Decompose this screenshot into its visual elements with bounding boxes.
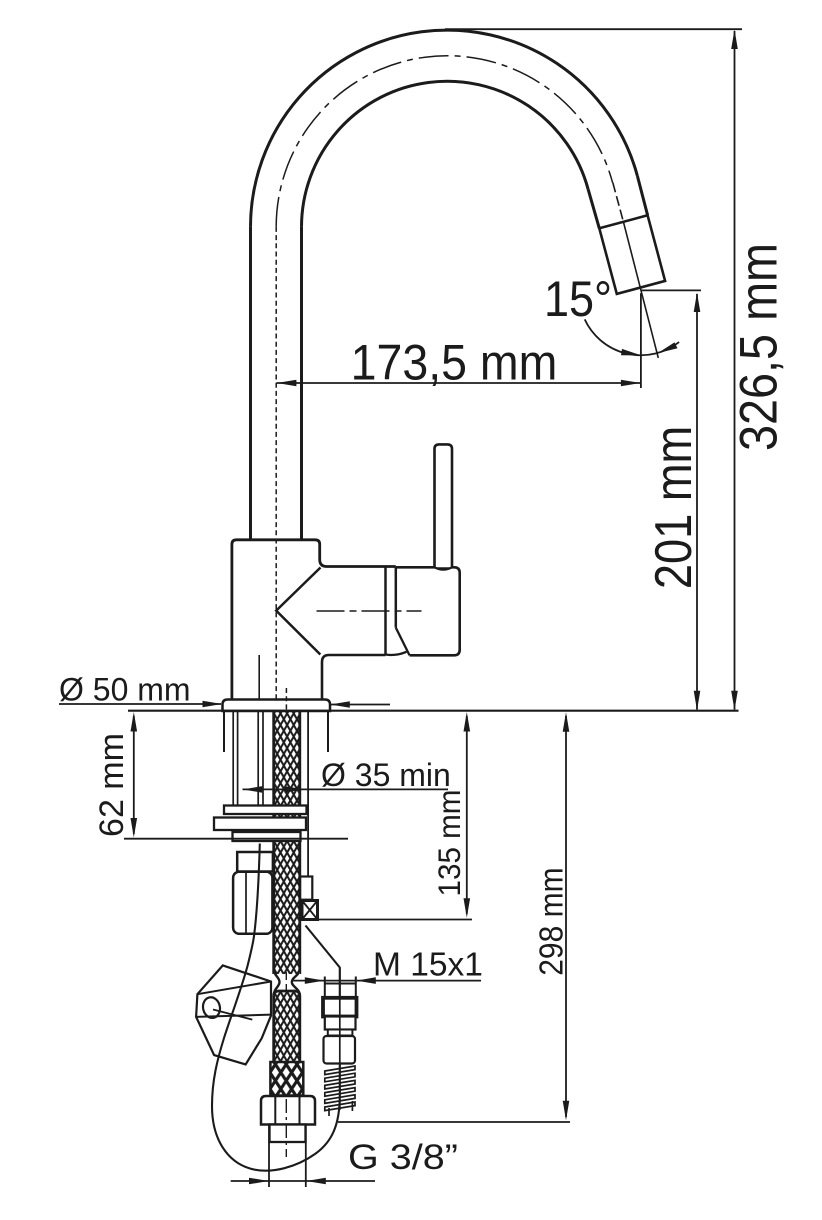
svg-text:298 mm: 298 mm xyxy=(532,867,570,975)
svg-text:326,5 mm: 326,5 mm xyxy=(729,243,788,451)
svg-text:62 mm: 62 mm xyxy=(93,733,131,837)
svg-text:135 mm: 135 mm xyxy=(432,790,467,897)
svg-text:Ø 35 min: Ø 35 min xyxy=(321,757,451,793)
svg-text:M 15x1: M 15x1 xyxy=(373,947,483,984)
svg-text:15°: 15° xyxy=(544,272,612,328)
svg-text:Ø 50 mm: Ø 50 mm xyxy=(59,672,191,708)
svg-text:173,5 mm: 173,5 mm xyxy=(351,335,558,391)
svg-text:G 3/8”: G 3/8” xyxy=(348,1137,458,1176)
svg-text:201 mm: 201 mm xyxy=(645,426,703,589)
